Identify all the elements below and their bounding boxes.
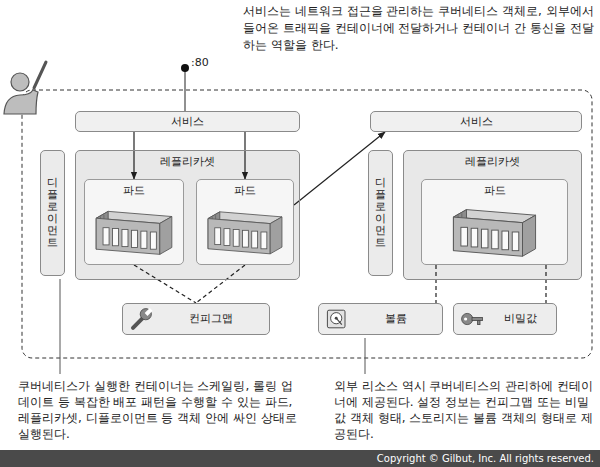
deployment-band: 디플로이먼트	[40, 150, 65, 276]
pod-box: 파드	[84, 179, 184, 265]
copyright-notice: Copyright © Gilbut, Inc. All rights rese…	[200, 452, 594, 465]
container-illustration	[203, 204, 287, 260]
resource-icon	[325, 307, 349, 331]
resource-icon	[460, 307, 484, 331]
service-box: 서비스	[75, 111, 300, 132]
copyright-bar	[0, 450, 600, 467]
replicaset-box: 레플리카셋파드	[403, 150, 582, 280]
node-label: 레플리카셋	[465, 155, 520, 169]
volume-box: 볼륨	[318, 303, 443, 335]
callout-note: 외부 리소스 역시 쿠버네티스의 관리하에 컨테이너에 제공된다. 설정 정보는…	[334, 378, 596, 442]
cluster-outline	[22, 90, 592, 358]
node-label: 컨피그맵	[189, 312, 233, 326]
pod-box: 파드	[421, 179, 568, 265]
callout-note: 서비스는 네트워크 접근을 관리하는 쿠버네티스 객체로, 외부에서 들어온 트…	[243, 3, 595, 54]
port-marker	[181, 64, 189, 111]
node-label: 디플로이먼트	[47, 177, 58, 250]
leader-line	[365, 338, 366, 374]
node-label: 파드	[484, 184, 506, 198]
callout-note: 쿠버네티스가 실행한 컨테이너는 스케일링, 롤링 업데이트 등 복잡한 배포 …	[18, 378, 303, 442]
replicaset-box: 레플리카셋파드 파드	[75, 150, 300, 280]
node-label: 디플로이먼트	[375, 177, 386, 250]
port-label: :80	[191, 56, 231, 70]
node-label: 서비스	[171, 115, 204, 129]
node-label: 파드	[234, 184, 256, 198]
node-label: 서비스	[460, 115, 493, 129]
pod-box: 파드	[196, 179, 294, 265]
node-label: 볼륨	[385, 312, 407, 326]
secret-box: 비밀값	[453, 303, 557, 335]
leader-line	[60, 279, 61, 374]
deployment-band: 디플로이먼트	[368, 150, 393, 276]
configmap-box: 컨피그맵	[122, 303, 270, 335]
person-icon	[4, 62, 46, 114]
node-label: 레플리카셋	[160, 155, 215, 169]
node-label: 비밀값	[504, 312, 537, 326]
node-label: 파드	[123, 184, 145, 198]
service-box: 서비스	[370, 111, 582, 132]
container-illustration	[428, 204, 561, 260]
container-illustration	[91, 204, 177, 260]
resource-icon	[129, 307, 153, 331]
